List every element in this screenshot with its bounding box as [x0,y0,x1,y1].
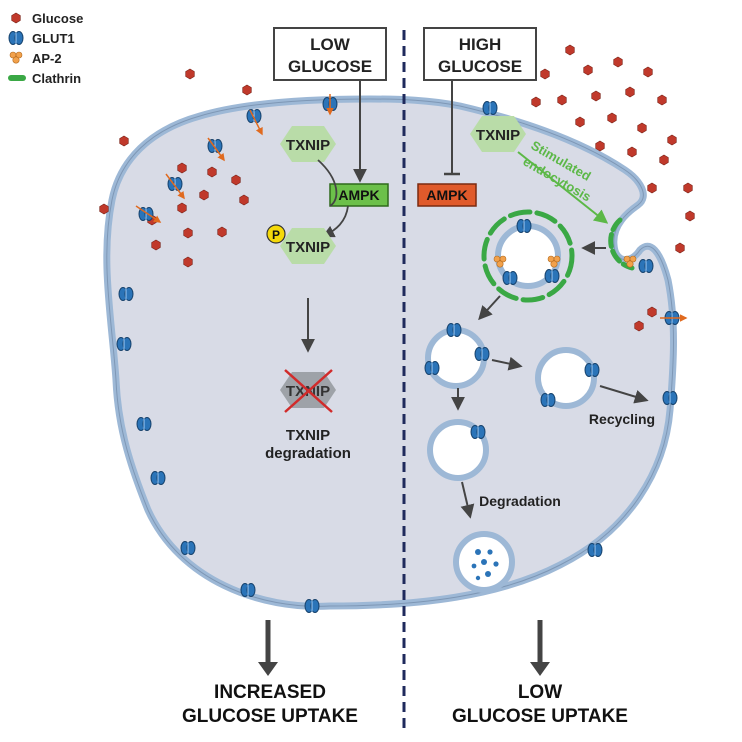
left-glut1-transporters [116,94,338,613]
left-ampk-box [329,183,389,207]
recycling-label: Recycling [589,411,655,427]
legend-ap2-label: AP-2 [32,51,62,66]
legend-clathrin-label: Clathrin [32,71,81,86]
txnip-degradation-line2: degradation [265,445,351,462]
legend-ap2-icon [9,51,23,64]
right-txnip-label: TXNIP [476,127,520,144]
cell-membrane-outline [106,98,674,607]
high-glucose-box [423,27,537,81]
left-phospho-txnip-hex [280,228,336,264]
right-txnip-hex [470,116,526,152]
left-txnip-hex [280,126,336,162]
high-glucose-line1: HIGH [459,35,502,54]
recycling-to-membrane-arrow [599,385,649,404]
legend-glut1-label: GLUT1 [32,31,75,46]
endosome-to-recycling-arrow [491,356,523,371]
legend: Glucose GLUT1 AP-2 Clathrin [8,11,83,86]
right-outcome-line2: GLUCOSE UPTAKE [452,706,628,727]
txnip-to-ampk-curve [317,159,338,207]
clathrin-coated-vesicle [481,209,575,303]
legend-clathrin-icon [8,75,26,81]
right-outcome-arrow-head [530,662,550,676]
right-outcome-line1: LOW [518,682,562,703]
degradation-label: Degradation [479,493,561,509]
early-endosome [424,323,490,389]
left-outcome-line1: INCREASED [214,682,326,703]
vesicle-to-endosome-arrow [478,295,501,321]
low-glucose-box [273,27,387,81]
right-ampk-box [417,183,477,207]
legend-glucose-icon [11,12,21,24]
phosphate-badge [266,224,286,244]
right-ampk-label: AMPK [426,187,467,203]
lysosome [453,531,515,593]
low-glucose-line2: GLUCOSE [288,57,372,76]
recycling-endosome [535,347,600,409]
stimulated-endocytosis-arrow [517,151,609,224]
left-ampk-label: AMPK [338,187,379,203]
legend-glut1-icon [8,31,24,45]
legend-glucose-label: Glucose [32,11,83,26]
phosphate-label: P [272,228,280,242]
late-endosome [427,419,489,481]
high-glucose-line2: GLUCOSE [438,57,522,76]
clathrin-coated-pit [608,217,654,273]
left-txnip-label: TXNIP [286,137,330,154]
right-glut1-transporters [482,101,688,557]
cross-line-2 [284,369,333,413]
late-to-lysosome-arrow [460,481,475,519]
low-glucose-line1: LOW [310,35,351,54]
left-phospho-txnip-label: TXNIP [286,239,330,256]
left-outcome-line2: GLUCOSE UPTAKE [182,706,358,727]
left-outcome-arrow-head [258,662,278,676]
txnip-degradation-line1: TXNIP [286,427,330,444]
